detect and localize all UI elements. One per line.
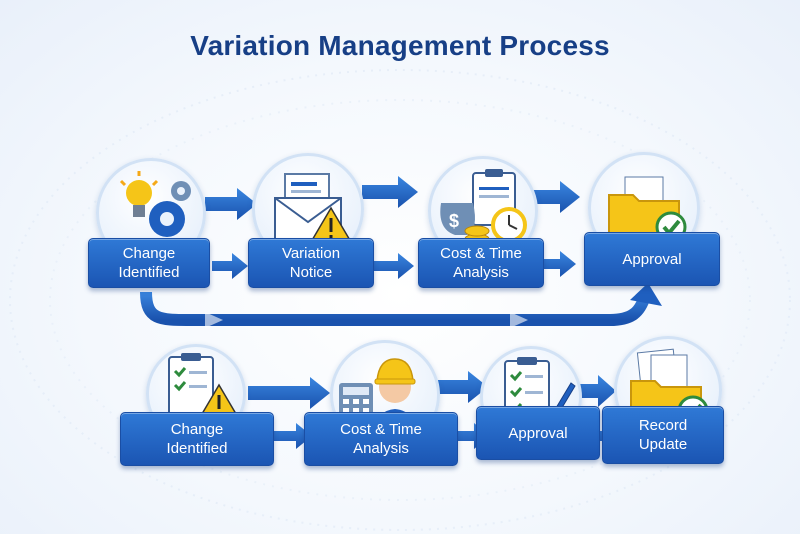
- connector-arrow: [140, 283, 662, 328]
- money-clipboard-clock-icon: $: [440, 169, 527, 245]
- top-row-arrows: [205, 176, 580, 279]
- clipboard-warning-icon: [168, 353, 241, 420]
- envelope-warning-icon: [274, 173, 353, 243]
- lightbulb-gears-icon: [119, 171, 191, 237]
- svg-text:$: $: [449, 211, 459, 231]
- step-bottom-approval: Approval: [476, 406, 600, 460]
- page-title: Variation Management Process: [190, 30, 610, 61]
- step-top-approval: Approval: [584, 232, 720, 286]
